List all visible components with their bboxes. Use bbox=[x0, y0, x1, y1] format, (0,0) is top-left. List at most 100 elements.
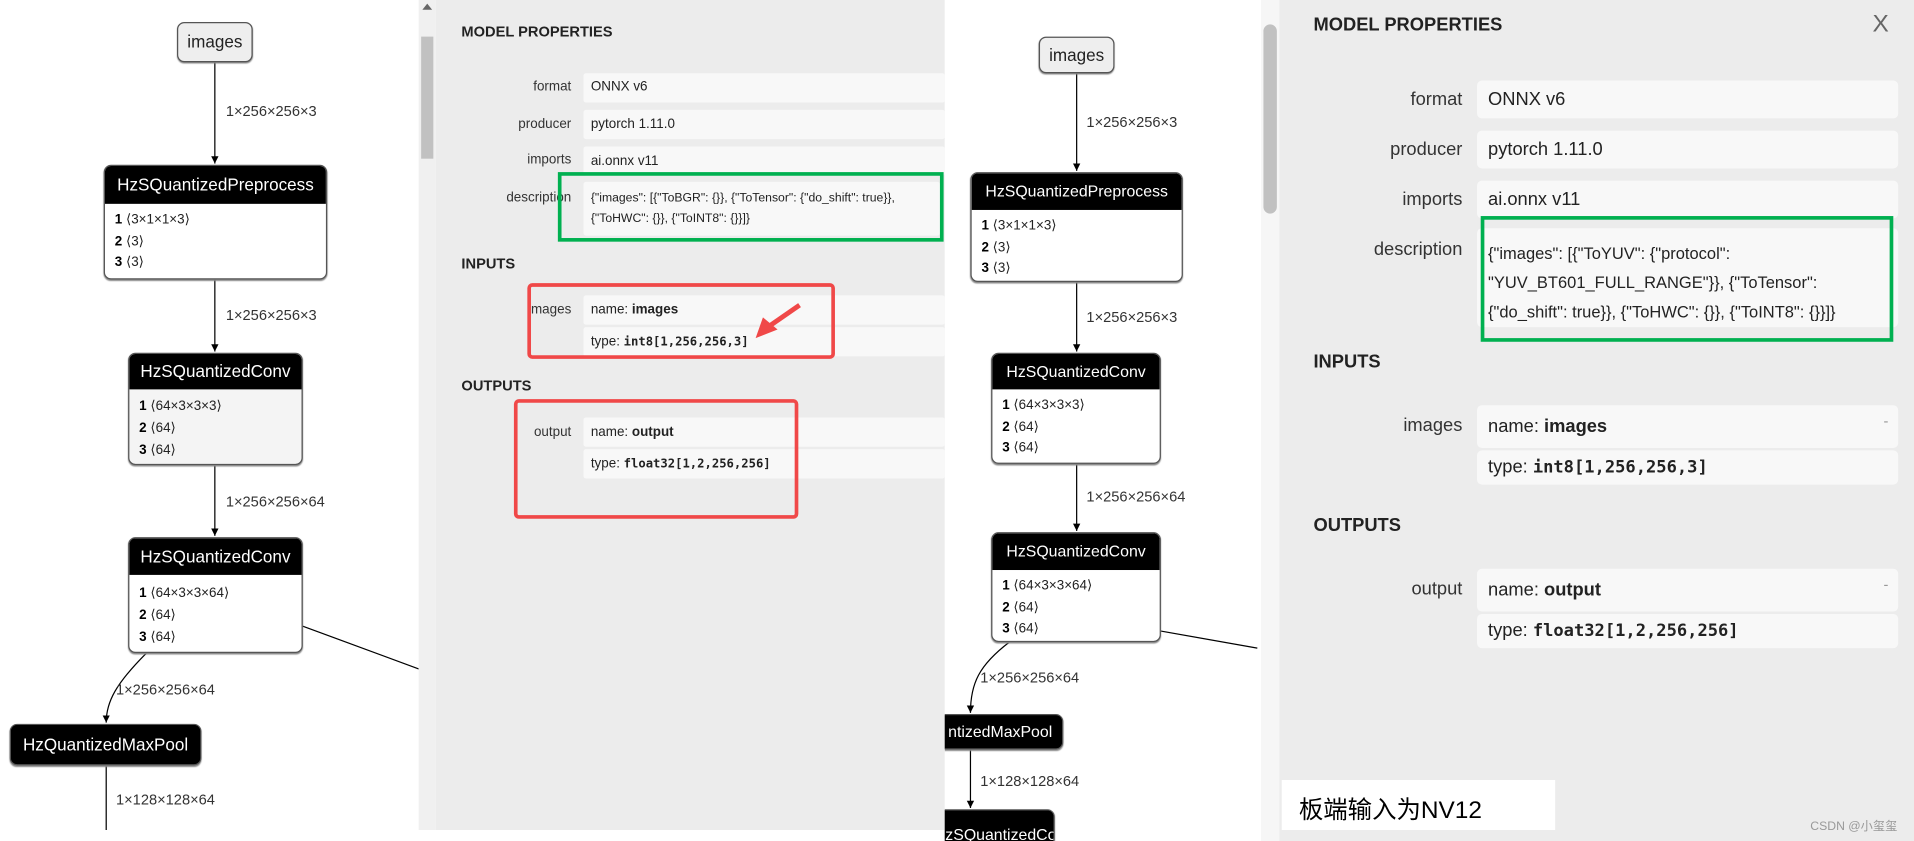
edge-line bbox=[102, 652, 147, 723]
producer-value: pytorch 1.11.0 bbox=[583, 109, 945, 140]
input-type: type: int8[1,256,256,3] bbox=[1477, 450, 1899, 485]
format-value: ONNX v6 bbox=[1477, 80, 1899, 119]
outputs-heading: OUTPUTS bbox=[1313, 515, 1401, 536]
node-attr-row: 1 ⟨64×3×3×3⟩ bbox=[139, 399, 222, 414]
graph-node-conv[interactable]: HzSQuantizedConv 1 ⟨64×3×3×64⟩ 2 ⟨64⟩ 3 … bbox=[128, 537, 303, 654]
node-attr-row: 3 ⟨64⟩ bbox=[1002, 440, 1039, 456]
outputs-heading: OUTPUTS bbox=[461, 377, 532, 395]
description-value: {"images": [{"ToBGR": {}}, {"ToTensor": … bbox=[583, 181, 940, 236]
green-highlight-box bbox=[557, 172, 944, 242]
node-attr-row: 2 ⟨64⟩ bbox=[1002, 599, 1039, 615]
right-properties-panel: MODEL PROPERTIES X format ONNX v6 produc… bbox=[1279, 0, 1914, 841]
graph-node-preprocess[interactable]: HzSQuantizedPreprocess 1 ⟨3×1×1×3⟩ 2 ⟨3⟩… bbox=[103, 164, 328, 280]
property-label: imports bbox=[527, 152, 572, 168]
description-value: {"images": [{"ToYUV": {"protocol": "YUV_… bbox=[1477, 228, 1899, 328]
node-title: ntizedMaxPool bbox=[944, 715, 1063, 749]
property-label: description bbox=[506, 190, 572, 206]
edge-label: 1×256×256×3 bbox=[1086, 308, 1178, 326]
node-attr-row: 2 ⟨64⟩ bbox=[139, 421, 176, 436]
node-attr-row: 1 ⟨3×1×1×3⟩ bbox=[981, 218, 1057, 234]
graph-node-maxpool[interactable]: ntizedMaxPool bbox=[944, 714, 1064, 750]
scroll-up-arrow-icon[interactable] bbox=[422, 3, 433, 10]
property-label: format bbox=[533, 79, 572, 94]
node-title: HzSQuantizedConv bbox=[944, 810, 1053, 841]
left-graph-canvas: images 1×256×256×3 HzSQuantizedPreproces… bbox=[0, 0, 419, 831]
edge-label: 1×128×128×64 bbox=[115, 790, 215, 809]
node-attr-row: 3 ⟨64⟩ bbox=[139, 443, 176, 458]
edge-label: 1×256×256×3 bbox=[1086, 113, 1178, 131]
edge-line bbox=[302, 625, 419, 670]
property-label: description bbox=[1373, 239, 1463, 260]
right-graph-canvas: images 1×256×256×3 HzSQuantizedPreproces… bbox=[944, 0, 1261, 841]
node-title: HzQuantizedMaxPool bbox=[10, 725, 201, 765]
format-value: ONNX v6 bbox=[583, 73, 945, 103]
node-attr-row: 3 ⟨64⟩ bbox=[139, 629, 176, 645]
expand-icon[interactable]: - bbox=[1883, 412, 1889, 430]
imports-value: ai.onnx v11 bbox=[1477, 180, 1899, 219]
graph-input-node[interactable]: images bbox=[177, 21, 253, 63]
graph-node-conv[interactable]: HzSQuantizedConv 1 ⟨64×3×3×3⟩ 2 ⟨64⟩ 3 ⟨… bbox=[128, 352, 303, 466]
graph-node-conv[interactable]: HzSQuantizedConv 1 ⟨64×3×3×3⟩ 2 ⟨64⟩ 3 ⟨… bbox=[991, 352, 1161, 464]
red-highlight-box bbox=[527, 283, 835, 359]
output-type: type: float32[1,2,256,256] bbox=[583, 449, 945, 479]
inputs-heading: INPUTS bbox=[461, 255, 516, 273]
edge-label: 1×256×256×64 bbox=[980, 668, 1080, 686]
right-scrollbar[interactable] bbox=[1260, 0, 1280, 841]
annotation-caption: 板端输入为NV12 bbox=[1281, 779, 1556, 831]
output-label: output bbox=[533, 424, 572, 440]
left-properties-panel: MODEL PROPERTIES format ONNX v6 producer… bbox=[435, 0, 945, 831]
left-graph-edges bbox=[102, 62, 419, 831]
green-highlight-box bbox=[1480, 216, 1894, 342]
property-label: producer bbox=[1390, 139, 1463, 160]
edge-label: 1×256×256×3 bbox=[225, 306, 317, 324]
output-name[interactable]: name: output- bbox=[1477, 568, 1899, 612]
property-label: format bbox=[1410, 89, 1463, 110]
node-title: HzSQuantizedPreprocess bbox=[971, 173, 1182, 210]
input-label: images bbox=[527, 302, 572, 318]
graph-node-conv[interactable]: HzSQuantizedConv bbox=[944, 809, 1055, 841]
node-attr-row: 1 ⟨3×1×1×3⟩ bbox=[114, 212, 190, 228]
expand-icon[interactable]: - bbox=[1883, 576, 1889, 594]
output-label: output bbox=[1411, 578, 1463, 600]
input-name[interactable]: name: images- bbox=[1477, 405, 1899, 448]
node-attr-row: 2 ⟨3⟩ bbox=[114, 233, 144, 249]
graph-node-conv[interactable]: HzSQuantizedConv 1 ⟨64×3×3×64⟩ 2 ⟨64⟩ 3 … bbox=[991, 532, 1161, 643]
node-title: HzSQuantizedConv bbox=[992, 353, 1160, 390]
node-title: HzSQuantizedConv bbox=[129, 353, 302, 390]
node-attr-row: 2 ⟨3⟩ bbox=[981, 239, 1011, 255]
node-attr-row: 1 ⟨64×3×3×64⟩ bbox=[139, 585, 230, 601]
close-icon[interactable]: X bbox=[1872, 10, 1889, 38]
imports-value: ai.onnx v11 bbox=[583, 146, 945, 176]
red-arrow-icon bbox=[755, 303, 801, 339]
property-label: imports bbox=[1402, 189, 1463, 210]
inputs-heading: INPUTS bbox=[1313, 351, 1381, 373]
graph-input-node[interactable]: images bbox=[1038, 36, 1115, 74]
node-attr-row: 3 ⟨3⟩ bbox=[981, 261, 1011, 276]
edge-label: 1×256×256×64 bbox=[1086, 488, 1186, 506]
producer-value: pytorch 1.11.0 bbox=[1477, 130, 1899, 169]
node-title: HzSQuantizedPreprocess bbox=[104, 166, 326, 204]
output-name[interactable]: name: output bbox=[583, 417, 945, 447]
node-attr-row: 3 ⟨64⟩ bbox=[1002, 621, 1039, 636]
edge-line bbox=[1160, 630, 1258, 649]
edge-label: 1×256×256×64 bbox=[225, 493, 325, 511]
left-scrollbar[interactable] bbox=[418, 0, 436, 831]
graph-node-maxpool[interactable]: HzQuantizedMaxPool bbox=[9, 723, 202, 766]
node-title: HzSQuantizedConv bbox=[129, 538, 302, 575]
node-attr-row: 2 ⟨64⟩ bbox=[139, 607, 176, 623]
input-label: images bbox=[1403, 415, 1463, 436]
edge-label: 1×256×256×64 bbox=[115, 681, 215, 699]
right-graph-edges bbox=[966, 73, 1258, 809]
scrollbar-thumb[interactable] bbox=[421, 36, 434, 159]
output-type: type: float32[1,2,256,256] bbox=[1477, 613, 1899, 649]
node-attr-row: 1 ⟨64×3×3×64⟩ bbox=[1002, 578, 1093, 594]
panel-title: MODEL PROPERTIES bbox=[1313, 14, 1503, 36]
property-label: producer bbox=[518, 117, 572, 132]
node-attr-row: 1 ⟨64×3×3×3⟩ bbox=[1002, 397, 1085, 413]
node-attr-row: 2 ⟨64⟩ bbox=[1002, 419, 1039, 434]
node-attr-row: 3 ⟨3⟩ bbox=[114, 255, 144, 270]
graph-node-preprocess[interactable]: HzSQuantizedPreprocess 1 ⟨3×1×1×3⟩ 2 ⟨3⟩… bbox=[970, 172, 1183, 282]
watermark: CSDN @小玺玺 bbox=[1810, 820, 1898, 834]
scrollbar-thumb[interactable] bbox=[1263, 24, 1277, 214]
